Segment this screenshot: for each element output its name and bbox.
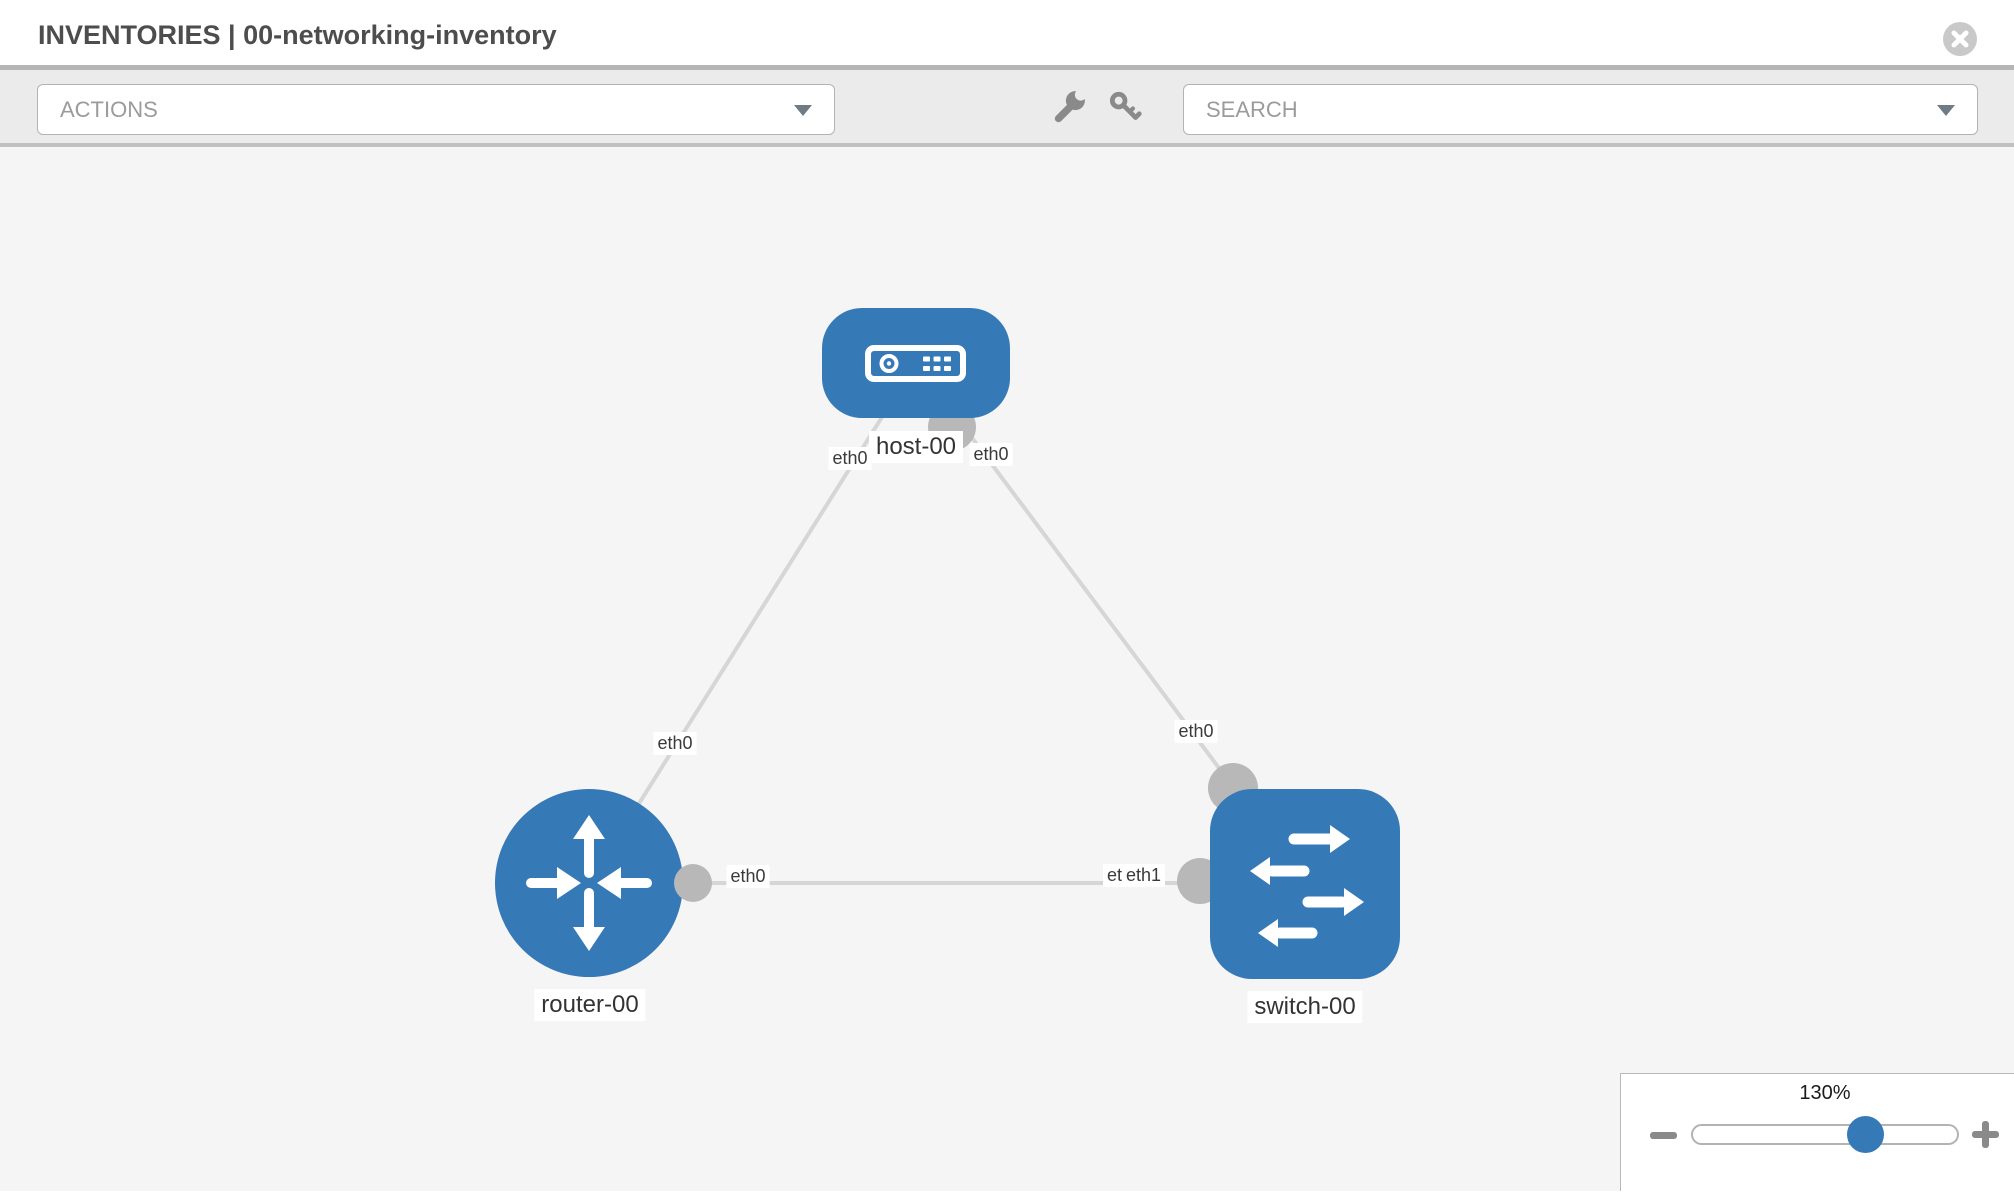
interface-label-router-eth0-to-host: eth0	[653, 732, 697, 755]
node-router[interactable]	[495, 789, 683, 977]
node-host[interactable]	[822, 308, 1010, 418]
search-dropdown[interactable]: SEARCH	[1183, 84, 1978, 135]
server-icon	[865, 345, 966, 382]
router-icon	[526, 815, 652, 951]
interface-label-host-eth0-to-switch: eth0	[969, 443, 1013, 466]
close-icon	[1943, 22, 1977, 56]
actions-dropdown[interactable]: ACTIONS	[37, 84, 835, 135]
port-circle-router-right	[674, 864, 712, 902]
zoom-in-button[interactable]	[1972, 1121, 1999, 1148]
topology-canvas[interactable]: host-00 router-00 switch-00 eth0 eth0 et…	[0, 147, 2014, 1191]
actions-dropdown-label: ACTIONS	[60, 97, 158, 122]
key-button[interactable]	[1106, 89, 1144, 127]
node-label-router: router-00	[534, 989, 646, 1021]
interface-label-switch-eth0-to-host: eth0	[1174, 720, 1218, 743]
interface-label-switch-eth1-to-router: eth1	[1122, 864, 1166, 887]
chevron-down-icon	[1937, 105, 1955, 116]
close-button[interactable]	[1943, 22, 1977, 56]
toolbar: ACTIONS SEARCH	[0, 70, 2014, 147]
wrench-icon	[1054, 89, 1087, 123]
zoom-out-button[interactable]	[1650, 1132, 1677, 1139]
node-label-switch: switch-00	[1247, 991, 1363, 1023]
zoom-slider-track[interactable]	[1691, 1116, 1959, 1153]
topology-links	[587, 361, 1307, 885]
node-switch[interactable]	[1210, 789, 1400, 979]
zoom-control-panel: 130%	[1620, 1073, 2014, 1191]
zoom-slider-handle[interactable]	[1847, 1116, 1884, 1153]
interface-label-router-eth0-to-switch: eth0	[726, 865, 770, 888]
title-bar: INVENTORIES | 00-networking-inventory	[0, 0, 2014, 70]
wrench-button[interactable]	[1049, 89, 1087, 127]
interface-label-host-eth0-to-router: eth0	[828, 447, 872, 470]
search-placeholder: SEARCH	[1206, 97, 1298, 122]
zoom-level-value: 130%	[1799, 1082, 1851, 1104]
chevron-down-icon	[794, 105, 812, 116]
key-icon	[1109, 91, 1142, 120]
switch-icon	[1250, 825, 1364, 947]
page-title: INVENTORIES | 00-networking-inventory	[38, 20, 557, 50]
node-label-host: host-00	[868, 431, 964, 463]
